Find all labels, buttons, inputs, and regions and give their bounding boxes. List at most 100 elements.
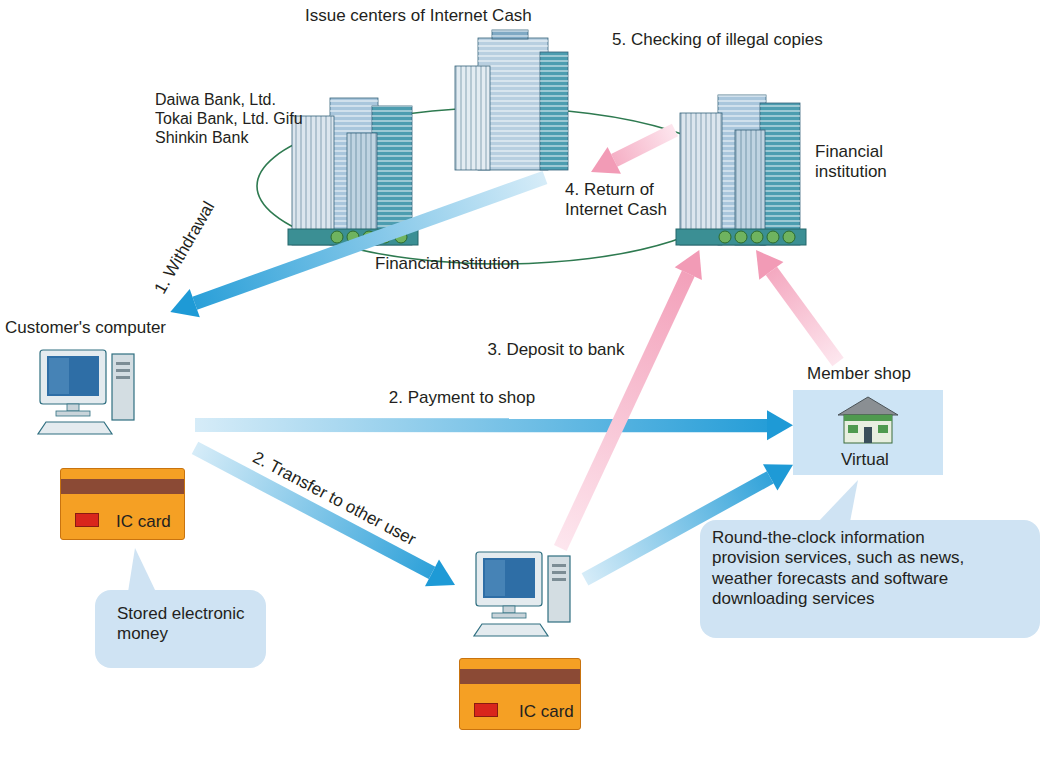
building-windows — [718, 95, 766, 245]
node-text: Stored electronic money — [117, 604, 262, 645]
screen — [47, 356, 99, 396]
drive-slot — [552, 578, 566, 581]
bank-building: Daiwa Bank, Ltd. Tokai Bank, Ltd. Gifu S… — [150, 88, 545, 278]
step-label: 1. Withdrawal — [150, 198, 219, 297]
drive-slot — [116, 376, 130, 379]
arrow-shaft — [614, 130, 675, 160]
arrow-shaft — [560, 274, 688, 548]
monitor-foot — [56, 411, 90, 416]
flow-arrow — [560, 250, 702, 548]
monitor-neck — [67, 404, 79, 411]
tree — [767, 231, 779, 243]
node-text: Customer's computer — [5, 318, 166, 338]
arrow-shaft — [771, 271, 838, 362]
building-base — [676, 229, 806, 245]
callout-tail — [128, 548, 156, 592]
node-text: IC card — [519, 702, 574, 722]
building-block — [735, 130, 765, 245]
ic-chip — [75, 513, 99, 527]
tree — [331, 231, 343, 243]
node-text: Issue centers of Internet Cash — [305, 6, 532, 26]
arrow-shaft — [195, 177, 545, 303]
building-windows — [735, 130, 765, 245]
magnetic-stripe — [460, 669, 580, 684]
magnetic-stripe — [61, 479, 184, 494]
step-label: 3. Deposit to bank — [484, 340, 627, 360]
building-block — [718, 95, 766, 245]
screen — [483, 558, 535, 598]
step-note: 5. Checking of illegal copies — [612, 30, 823, 50]
callout-bubble: Round-the-clock information provision se… — [700, 520, 1040, 638]
node-text: Daiwa Bank, Ltd. Tokai Bank, Ltd. Gifu S… — [155, 90, 305, 148]
building-windows — [492, 30, 528, 39]
building-block — [540, 52, 568, 170]
house-icon — [838, 395, 898, 445]
house-band — [844, 415, 892, 421]
roof — [838, 397, 898, 415]
step-label: 4. Return of Internet Cash — [565, 180, 690, 221]
window — [878, 425, 888, 433]
step-label: 2. Transfer to other user — [249, 447, 419, 550]
building-block — [292, 116, 334, 245]
monitor — [476, 552, 542, 606]
arrow-head — [763, 464, 793, 490]
callout-tail — [818, 480, 858, 522]
customer-computer: Customer's computer — [5, 312, 195, 455]
tree — [751, 231, 763, 243]
building-block — [347, 133, 377, 245]
monitor-foot — [492, 613, 526, 618]
screen-highlight — [485, 560, 505, 596]
arrow-head — [170, 289, 200, 317]
tree — [783, 231, 795, 243]
flow-arrow — [195, 410, 793, 440]
ic-chip — [474, 703, 498, 717]
tree — [735, 231, 747, 243]
arrow-head — [756, 250, 783, 280]
building-windows — [455, 66, 490, 170]
step-label: 2. Payment to shop — [389, 388, 535, 408]
house-body — [844, 415, 892, 443]
building-windows — [760, 103, 800, 245]
drive-slot — [116, 369, 130, 372]
drive-slot — [116, 362, 130, 365]
window — [848, 425, 858, 433]
screen-highlight — [49, 358, 69, 394]
building-windows — [347, 133, 377, 245]
arrow-head — [675, 250, 702, 280]
flow-arrow — [195, 448, 455, 586]
building-windows — [292, 116, 334, 245]
bank-building: Financial institution — [675, 90, 945, 250]
member-shop: Member shopVirtual — [793, 362, 943, 475]
building-block — [492, 30, 528, 39]
drive-slot — [552, 571, 566, 574]
building-block — [455, 66, 490, 170]
building-block — [680, 113, 722, 245]
user-computer: IC card — [455, 548, 585, 733]
tree — [719, 231, 731, 243]
arrow-shaft — [195, 448, 432, 573]
callout-bubble: Stored electronic money — [95, 590, 266, 668]
arrow-shaft — [195, 418, 767, 432]
flow-arrow — [591, 130, 675, 174]
keyboard — [474, 624, 548, 636]
flow-arrow — [170, 177, 545, 317]
node-text: IC card — [116, 512, 171, 532]
node-text: Member shop — [807, 364, 911, 384]
node-text: Virtual — [841, 450, 889, 470]
node-text: Round-the-clock information provision se… — [712, 528, 980, 610]
pc-tower — [112, 354, 134, 420]
building-block — [760, 103, 800, 245]
flow-arrow — [756, 250, 838, 362]
issue-center: Issue centers of Internet Cash — [300, 4, 600, 172]
monitor — [40, 350, 106, 404]
building-block — [330, 98, 378, 245]
building-windows — [540, 52, 568, 170]
monitor-neck — [503, 606, 515, 613]
ic-card: IC card — [60, 468, 185, 540]
node-text: Financial institution — [375, 254, 520, 274]
door — [864, 427, 872, 443]
building-windows — [330, 98, 378, 245]
keyboard — [38, 422, 112, 434]
building-windows — [680, 113, 722, 245]
